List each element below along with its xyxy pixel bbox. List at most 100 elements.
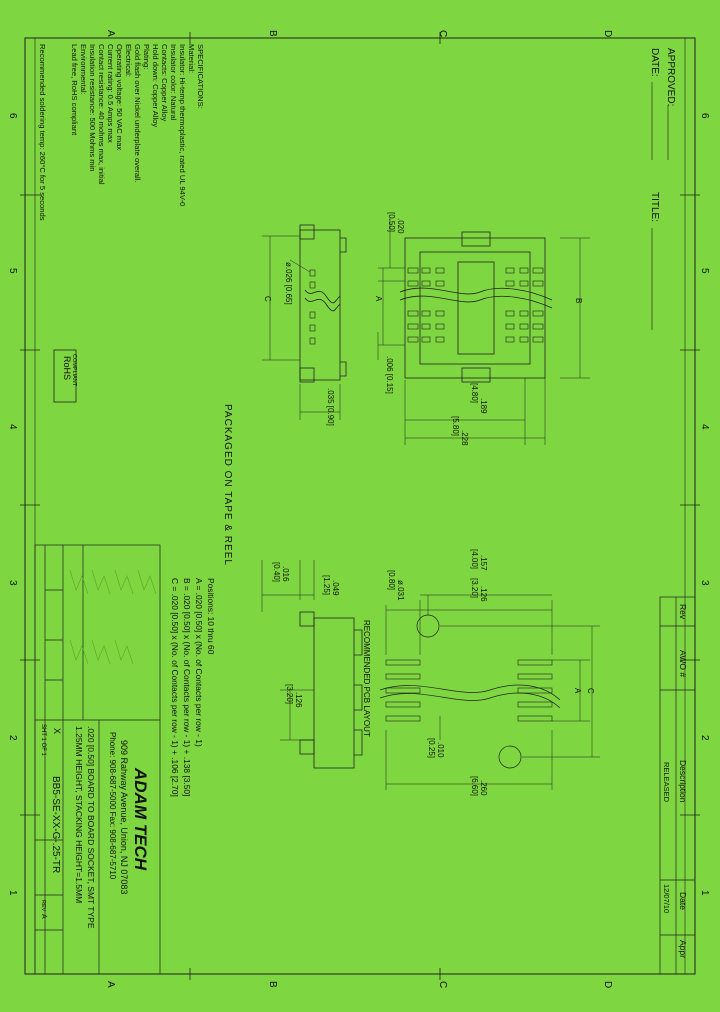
pcb-pad bbox=[517, 701, 553, 708]
pcb-pad bbox=[517, 659, 553, 666]
top-view-center-slot bbox=[457, 261, 495, 355]
rohs-label: RoHS bbox=[62, 356, 72, 380]
spec-line: Contacts: Copper Alloy bbox=[160, 44, 169, 121]
zone-number-left-5: 5 bbox=[7, 268, 18, 274]
dim-side-126-mm: [3.20] bbox=[285, 684, 294, 704]
pcb-dimensions bbox=[385, 594, 600, 790]
zone-letter-bottom-a: A bbox=[105, 981, 116, 988]
pcb-pads bbox=[385, 659, 553, 722]
part-description-2: 1.25MM HEIGHT, STACKING HEIGHT=1.5MM bbox=[74, 726, 84, 903]
revision-block bbox=[659, 596, 696, 975]
dim-body-189: .189 bbox=[479, 398, 488, 414]
rev-header-appr: Appr bbox=[678, 940, 688, 958]
dim-pcb-260-mm: [6.60] bbox=[470, 776, 479, 796]
zone-letter-top-d: D bbox=[602, 30, 613, 37]
packaging-note: PACKAGED ON TAPE & REEL bbox=[222, 404, 233, 566]
top-view-holddown-top bbox=[461, 231, 491, 247]
spec-line: Operating voltage: 50 VAC max bbox=[115, 44, 124, 150]
contact-pad bbox=[407, 336, 419, 343]
dim-c-pcb: C bbox=[586, 688, 595, 694]
sheet-number: SHT 1 OF 1 bbox=[40, 724, 46, 757]
rev-header-description: Description bbox=[678, 760, 688, 803]
pcb-pad bbox=[385, 715, 421, 722]
approved-label: APPROVED: bbox=[665, 48, 676, 106]
dim-pcb-dia: ø.031 bbox=[396, 580, 405, 601]
rev-row-description: RELEASED bbox=[662, 762, 671, 803]
contact-pad bbox=[505, 336, 515, 343]
contact-pad bbox=[532, 280, 544, 287]
title-block-signature-scribbles bbox=[69, 569, 157, 665]
zone-number-left-4: 4 bbox=[7, 424, 18, 430]
dim-pcb-010-mm: [0.25] bbox=[427, 738, 436, 758]
zone-number-left-2: 2 bbox=[7, 735, 18, 741]
spec-line: Recommended soldering temp: 260°C for 5 … bbox=[38, 44, 47, 221]
pcb-pad bbox=[385, 673, 421, 680]
positions-line: A = .020 [0.50] x (No. of Contacts per r… bbox=[194, 578, 204, 747]
spec-line: SPECIFICATIONS: bbox=[196, 44, 205, 109]
zone-number-left-3: 3 bbox=[7, 580, 18, 586]
contact-pad bbox=[421, 323, 431, 330]
top-view-dimensions bbox=[377, 218, 590, 445]
dim-pcb-010: .010 bbox=[436, 742, 445, 758]
dim-side-016-mm: [0.40] bbox=[272, 562, 281, 582]
zone-letter-top-a: A bbox=[105, 30, 116, 37]
zone-numbers-left: 6 5 4 3 2 1 bbox=[7, 113, 18, 896]
contact-pad bbox=[532, 336, 544, 343]
inner-frame bbox=[34, 37, 686, 975]
side-view-dimensions bbox=[262, 235, 341, 420]
contact-pad bbox=[407, 280, 419, 287]
top-view-contacts bbox=[407, 267, 544, 343]
zone-number-right-1: 1 bbox=[699, 890, 710, 896]
contact-pad bbox=[421, 280, 431, 287]
rev-row-date: 12/07/10 bbox=[662, 884, 671, 913]
dim-pcb-157-mm: [4.00] bbox=[470, 549, 479, 569]
dim-top-pitch-mm: [0.50] bbox=[387, 212, 396, 232]
zone-number-left-1: 1 bbox=[7, 890, 18, 896]
contact-pad bbox=[435, 310, 445, 317]
title-block-text: ADAM TECH 909 Rahway Avenue, Union, NJ 0… bbox=[40, 724, 150, 929]
zone-letter-bottom-b: B bbox=[267, 981, 278, 988]
zone-letter-top-c: C bbox=[437, 30, 448, 37]
spec-line: Insulator color: Natural bbox=[169, 44, 178, 121]
contact-pad bbox=[435, 267, 445, 274]
contact-pad bbox=[407, 267, 419, 274]
rohs-badge: RoHS COMPLIANT bbox=[53, 349, 77, 403]
positions-line: B = .020 [0.50] x (No. of Contacts per r… bbox=[182, 578, 192, 796]
spec-line: Contact resistance: 40 mohms max, initia… bbox=[97, 44, 106, 185]
side-view-body bbox=[299, 229, 341, 381]
zone-number-right-2: 2 bbox=[699, 735, 710, 741]
zone-number-right-6: 6 bbox=[699, 113, 710, 119]
contact-pad bbox=[505, 267, 515, 274]
company-name: ADAM TECH bbox=[131, 767, 150, 871]
zone-number-right-5: 5 bbox=[699, 268, 710, 274]
contact-pad bbox=[421, 267, 431, 274]
company-address: 909 Rahway Avenue, Union, NJ 07083 bbox=[119, 740, 129, 894]
side-view-2-body bbox=[313, 617, 355, 769]
zone-letter-bottom-c: C bbox=[437, 981, 448, 988]
contact-pad bbox=[435, 336, 445, 343]
contact-pad bbox=[519, 280, 529, 287]
positions-line: Positions: 10 thru 60 bbox=[206, 578, 216, 655]
side-view-dim-labels: C ø.026 [0.65] .035 [0.90] bbox=[263, 262, 335, 426]
spec-line: Lead free, RoHS compliant bbox=[70, 44, 79, 136]
pcb-layout-label: RECOMMENDED PCB LAYOUT bbox=[362, 620, 371, 737]
contact-pad bbox=[532, 267, 544, 274]
contact-pad bbox=[505, 310, 515, 317]
dim-body-228-mm: [5.80] bbox=[451, 416, 460, 436]
dim-b-top: B bbox=[574, 298, 583, 303]
pcb-pad bbox=[385, 701, 421, 708]
pcb-pad bbox=[517, 673, 553, 680]
contact-pad bbox=[505, 323, 515, 330]
zone-letters-bottom: A B C D bbox=[105, 981, 613, 988]
pcb-dim-labels: ø.031 [0.80] .157 [4.00] .126 [3.20] A C… bbox=[387, 549, 595, 796]
specifications: SPECIFICATIONS: Material: Insulator: Hi-… bbox=[38, 44, 205, 221]
spec-line: Hold down: Copper Alloy bbox=[151, 44, 160, 127]
zone-letter-top-b: B bbox=[267, 30, 278, 37]
revision-block-text: Rev AWO # Description Date Appr RELEASED… bbox=[662, 604, 688, 958]
top-view-holddown-bottom bbox=[461, 367, 491, 383]
dim-c-side: C bbox=[263, 296, 272, 302]
dim-side-049: .049 bbox=[331, 580, 340, 596]
pcb-pad bbox=[517, 687, 553, 694]
pcb-pad bbox=[385, 687, 421, 694]
dim-body-228: .228 bbox=[460, 430, 469, 446]
